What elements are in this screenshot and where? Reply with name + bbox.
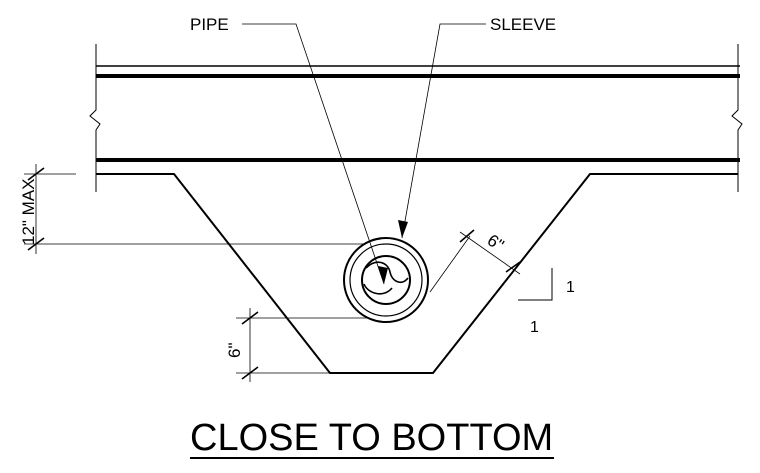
slope-run-label: 1 [530, 319, 539, 336]
sleeve-label: SLEEVE [490, 15, 556, 34]
sleeve-leader-arrow [398, 220, 408, 238]
pipe-leader-arrow [378, 266, 388, 284]
pipe-outer [361, 255, 411, 305]
dim-side-ext-1 [429, 235, 471, 293]
dim-6-tick-top [241, 311, 259, 325]
pipe-break-symbol [363, 261, 409, 295]
dim-side-tick-1 [459, 229, 475, 243]
detail-title: CLOSE TO BOTTOM [190, 417, 553, 459]
sleeve-inner [349, 243, 423, 317]
left-break-line [89, 44, 101, 192]
slope-rise-label: 1 [566, 279, 575, 296]
dim-6-tick-bottom [241, 366, 259, 380]
max-depth-label: 12" MAX [19, 178, 38, 245]
right-break-line [731, 44, 743, 192]
pipe-leader [242, 23, 385, 285]
dim-side-line [459, 231, 521, 275]
dim-12-tick-bottom [27, 237, 45, 251]
slope-indicator [518, 268, 553, 301]
sleeve-leader [401, 23, 486, 239]
bottom-clearance-label: 6" [225, 343, 244, 359]
trench-outline [96, 173, 738, 374]
pipe-label: PIPE [190, 15, 229, 34]
dim-12-tick-top [27, 167, 45, 181]
dim-side-tick-2 [505, 261, 521, 273]
sleeve-outer [343, 237, 429, 323]
